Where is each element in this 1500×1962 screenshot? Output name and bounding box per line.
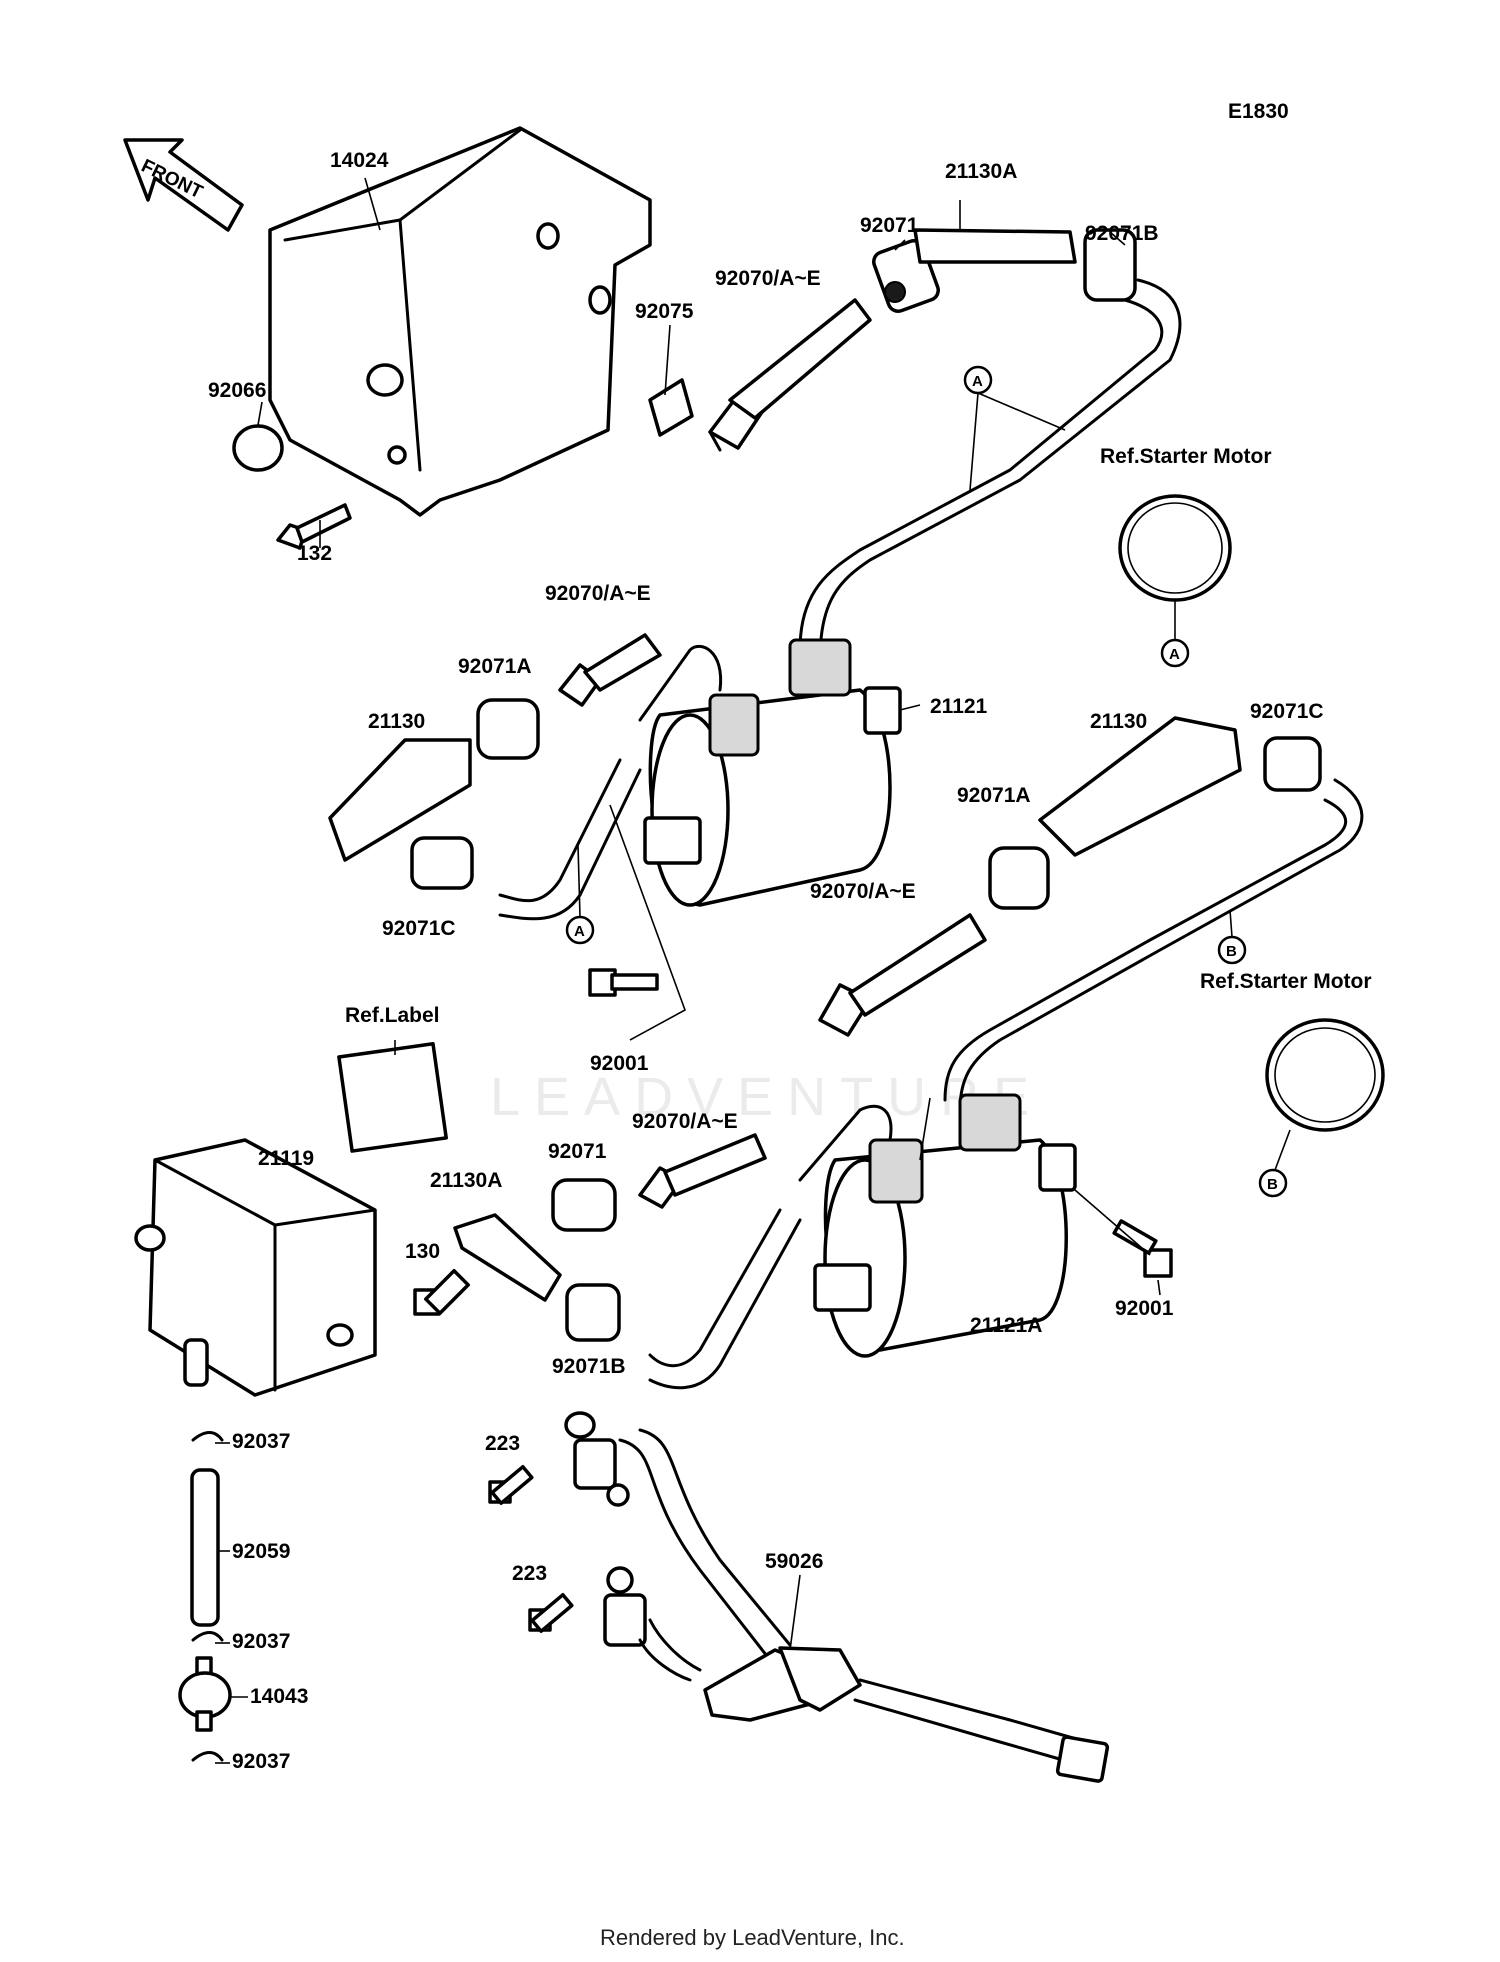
ref-marker-A-2: A (1160, 638, 1190, 668)
spark-plug-1 (708, 298, 872, 452)
watermark-text: LEADVENTURE (490, 1067, 1043, 1127)
label-92070-top: 92070/A~E (715, 267, 821, 290)
diagram-code: E1830 (1228, 100, 1289, 123)
label-ref-starter-B: Ref.Starter Motor (1200, 970, 1372, 993)
spark-plug-2 (558, 633, 662, 707)
svg-text:A: A (574, 923, 585, 940)
clamp-ring-B (1265, 1018, 1385, 1132)
cushion-pad (648, 378, 694, 437)
label-14043: 14043 (250, 1685, 308, 1708)
label-ref-starter-A: Ref.Starter Motor (1100, 445, 1272, 468)
label-59026: 59026 (765, 1550, 823, 1573)
label-92001-lower: 92001 (1115, 1297, 1174, 1320)
label-92071A-right: 92071A (957, 784, 1031, 807)
label-223-upper: 223 (485, 1432, 520, 1455)
label-ref-label: Ref.Label (345, 1004, 440, 1027)
plug-cap-92071B-bottom (565, 1283, 621, 1342)
wiring-harness-59026 (564, 1411, 1110, 1783)
high-tension-lead-right (958, 778, 1364, 1112)
label-92037-2: 92037 (232, 1630, 290, 1653)
label-92071C-left: 92071C (382, 917, 456, 940)
plug-cap-21130A-top (913, 228, 1077, 264)
label-92071B-top: 92071B (1085, 222, 1159, 245)
svg-text:B: B (1226, 943, 1237, 960)
front-arrow-icon: FRONT (123, 138, 244, 232)
label-132: 132 (297, 542, 332, 565)
label-92071A-mid: 92071A (458, 655, 532, 678)
spark-plug-4 (638, 1133, 767, 1209)
label-92070-mid: 92070/A~E (545, 582, 651, 605)
clamp-ring-A (1118, 494, 1232, 602)
leader-lines (257, 177, 1126, 1161)
plug-cap-92071B-top (1083, 228, 1137, 302)
label-130: 130 (405, 1240, 440, 1263)
clip-92037-1 (191, 1431, 224, 1442)
label-21130A-top: 21130A (945, 160, 1017, 183)
label-92070-bottom: 92070/A~E (632, 1110, 738, 1133)
plug-cap-92071A-right (988, 846, 1050, 910)
ref-marker-A-1: A (963, 365, 1066, 491)
label-92066: 92066 (208, 379, 266, 402)
high-tension-lead-top (818, 278, 1182, 662)
label-92037-1: 92037 (232, 1430, 290, 1453)
label-92071B-bottom: 92071B (552, 1355, 626, 1378)
label-21130A-bottom: 21130A (430, 1169, 502, 1192)
svg-text:A: A (972, 373, 983, 390)
label-21121: 21121 (930, 695, 988, 718)
label-92070-right: 92070/A~E (810, 880, 916, 903)
svg-text:A: A (1169, 646, 1180, 663)
spark-plug-3 (818, 913, 987, 1037)
ignition-coil-cover (268, 126, 652, 517)
rubber-plug (232, 424, 284, 472)
label-92071-bottom: 92071 (548, 1140, 607, 1163)
plug-cap-21130A-bottom (453, 1213, 562, 1302)
label-21130-right: 21130 (1090, 710, 1147, 733)
ref-marker-B-2: B (1258, 1168, 1288, 1198)
screw-223-upper (488, 1465, 534, 1505)
igniter-box (134, 1138, 377, 1397)
plug-cap-92071C-left (410, 836, 474, 890)
ref-marker-B-1: B (1217, 909, 1247, 965)
part-labels: 14024 92066 132 92075 21130A 92071 92071… (208, 149, 1372, 1773)
label-92001-upper: 92001 (590, 1052, 649, 1075)
clip-92037-3 (191, 1751, 224, 1762)
ignition-coil-21121 (643, 638, 902, 907)
label-92037-3: 92037 (232, 1750, 290, 1773)
plug-cap-92071-bottom (551, 1178, 617, 1232)
footer-credit: Rendered by LeadVenture, Inc. (600, 1925, 905, 1950)
label-92075: 92075 (635, 300, 694, 323)
bolt-132 (276, 503, 352, 550)
label-21121A: 21121A (970, 1314, 1042, 1337)
ref-marker-A-3: A (565, 844, 595, 945)
label-92059: 92059 (232, 1540, 290, 1563)
label-14024: 14024 (330, 149, 389, 172)
label-92071C-right: 92071C (1250, 700, 1324, 723)
ref-label-sticker (337, 1042, 448, 1153)
label-92071-top: 92071 (860, 214, 919, 237)
hose-92059 (190, 1468, 220, 1627)
svg-text:B: B (1267, 1176, 1278, 1193)
ignition-coil-21121A (813, 1093, 1077, 1358)
label-21130-left: 21130 (368, 710, 425, 733)
label-223-lower: 223 (512, 1562, 547, 1585)
label-21119: 21119 (258, 1147, 314, 1170)
lead-coil-left (638, 644, 723, 722)
plug-cap-92071A-left (476, 698, 540, 760)
plug-cap-21130-right (1038, 716, 1242, 857)
bolt-130 (413, 1269, 470, 1316)
filter-14043 (178, 1656, 232, 1732)
plug-cap-92071C-right (1263, 736, 1322, 792)
clip-92037-2 (191, 1631, 224, 1642)
screw-223-lower (528, 1593, 574, 1633)
label-leaders (215, 704, 1161, 1764)
plug-cap-21130-left (328, 738, 472, 862)
bolt-92001-upper (588, 968, 659, 997)
